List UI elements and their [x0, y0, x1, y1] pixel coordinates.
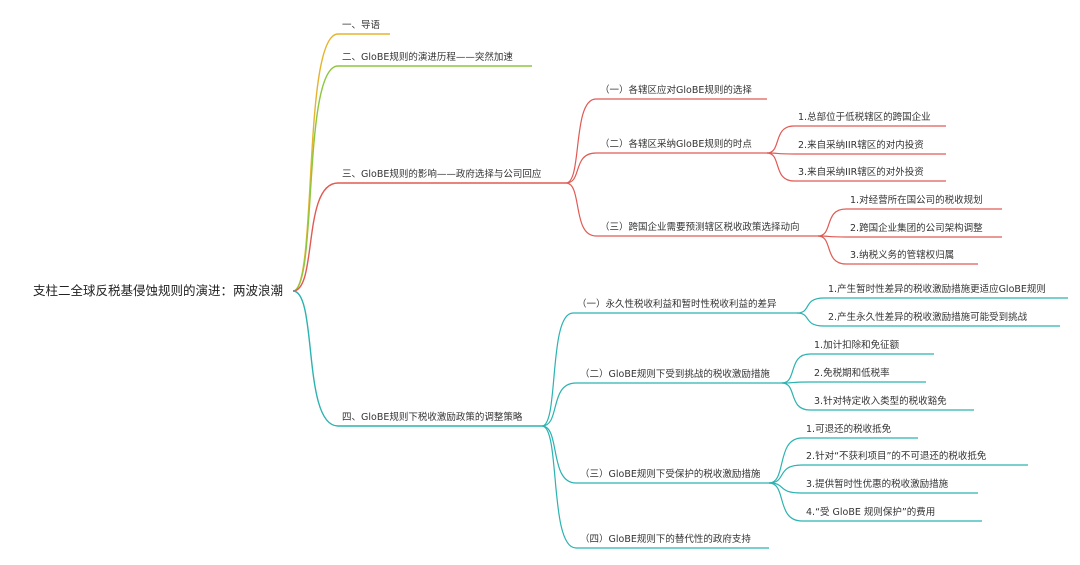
branch-line-item-4-3-4: [768, 482, 803, 522]
item-4-2-2-label: 2.免税期和低税率: [814, 368, 890, 379]
subsection-3-1-label: （一）各辖区应对GloBE规则的选择: [600, 85, 752, 96]
mindmap-edges: [292, 33, 1068, 549]
branch-line-item-4-3-1: [768, 437, 803, 484]
section-3-label: 三、GloBE规则的影响——政府选择与公司回应: [342, 169, 542, 180]
branch-line-item-4-2-3: [781, 382, 811, 411]
branch-line-section-3: [292, 182, 339, 292]
branch-line-item-3-3-1: [817, 208, 847, 237]
branch-line-item-4-2-1: [781, 353, 811, 384]
branch-line-item-4-1-2: [796, 312, 825, 327]
subsection-4-2-label: （二）GloBE规则下受到挑战的税收激励措施: [580, 369, 770, 380]
branch-line-subsection-4-3: [541, 425, 577, 484]
item-3-2-1-label: 1.总部位于低税辖区的跨国企业: [798, 112, 931, 123]
item-4-2-1-label: 1.加计扣除和免征额: [814, 340, 900, 351]
subsection-4-3-label: （三）GloBE规则下受保护的税收激励措施: [580, 469, 761, 480]
subsection-4-1-label: （一）永久性税收利益和暂时性税收利益的差异: [577, 299, 777, 310]
item-4-1-2-label: 2.产生永久性差异的税收激励措施可能受到挑战: [828, 312, 1028, 323]
branch-line-subsection-3-3: [565, 182, 597, 237]
branch-line-section-2: [292, 65, 339, 292]
item-3-3-1-label: 1.对经营所在国公司的税收规划: [850, 195, 983, 206]
branch-line-section-1: [292, 33, 339, 292]
branch-line-subsection-4-1: [541, 312, 574, 427]
section-2-label: 二、GloBE规则的演进历程——突然加速: [342, 52, 513, 63]
item-4-3-3-label: 3.提供暂时性优惠的税收激励措施: [806, 479, 949, 490]
section-4-label: 四、GloBE规则下税收激励政策的调整策略: [342, 412, 523, 423]
item-3-3-2-label: 2.跨国企业集团的公司架构调整: [850, 223, 983, 234]
item-4-3-2-label: 2.针对“不获利项目”的不可退还的税收抵免: [806, 451, 987, 462]
root-topic: 支柱二全球反税基侵蚀规则的演进：两波浪潮: [33, 283, 284, 298]
branch-line-item-4-3-2: [768, 464, 803, 484]
branch-line-subsection-3-2: [565, 152, 597, 184]
branch-line-item-3-2-1: [766, 125, 795, 154]
section-1-label: 一、导语: [342, 20, 381, 31]
subsection-3-3-label: （三）跨国企业需要预测辖区税收政策选择动向: [600, 222, 800, 233]
item-3-2-2-label: 2.来自采纳IIR辖区的对内投资: [798, 140, 924, 151]
branch-line-item-3-3-3: [817, 235, 847, 265]
subsection-4-4-label: （四）GloBE规则下的替代性的政府支持: [580, 534, 751, 545]
subsection-3-2-label: （二）各辖区采纳GloBE规则的时点: [600, 139, 752, 150]
branch-line-subsection-4-2: [541, 382, 577, 427]
item-3-3-3-label: 3.纳税义务的管辖权归属: [850, 250, 955, 261]
item-4-3-4-label: 4.“受 GloBE 规则保护”的费用: [806, 507, 936, 518]
item-4-3-1-label: 1.可退还的税收抵免: [806, 424, 892, 435]
branch-line-subsection-3-1: [565, 98, 597, 184]
branch-line-item-3-2-3: [766, 152, 795, 182]
item-4-1-1-label: 1.产生暂时性差异的税收激励措施更适应GloBE规则: [828, 284, 1046, 295]
branch-line-subsection-4-4: [541, 425, 577, 549]
item-3-2-3-label: 3.来自采纳IIR辖区的对外投资: [798, 167, 924, 178]
branch-line-item-4-1-1: [796, 297, 825, 314]
item-4-2-3-label: 3.针对特定收入类型的税收豁免: [814, 396, 947, 407]
branch-line-section-4: [292, 290, 339, 427]
